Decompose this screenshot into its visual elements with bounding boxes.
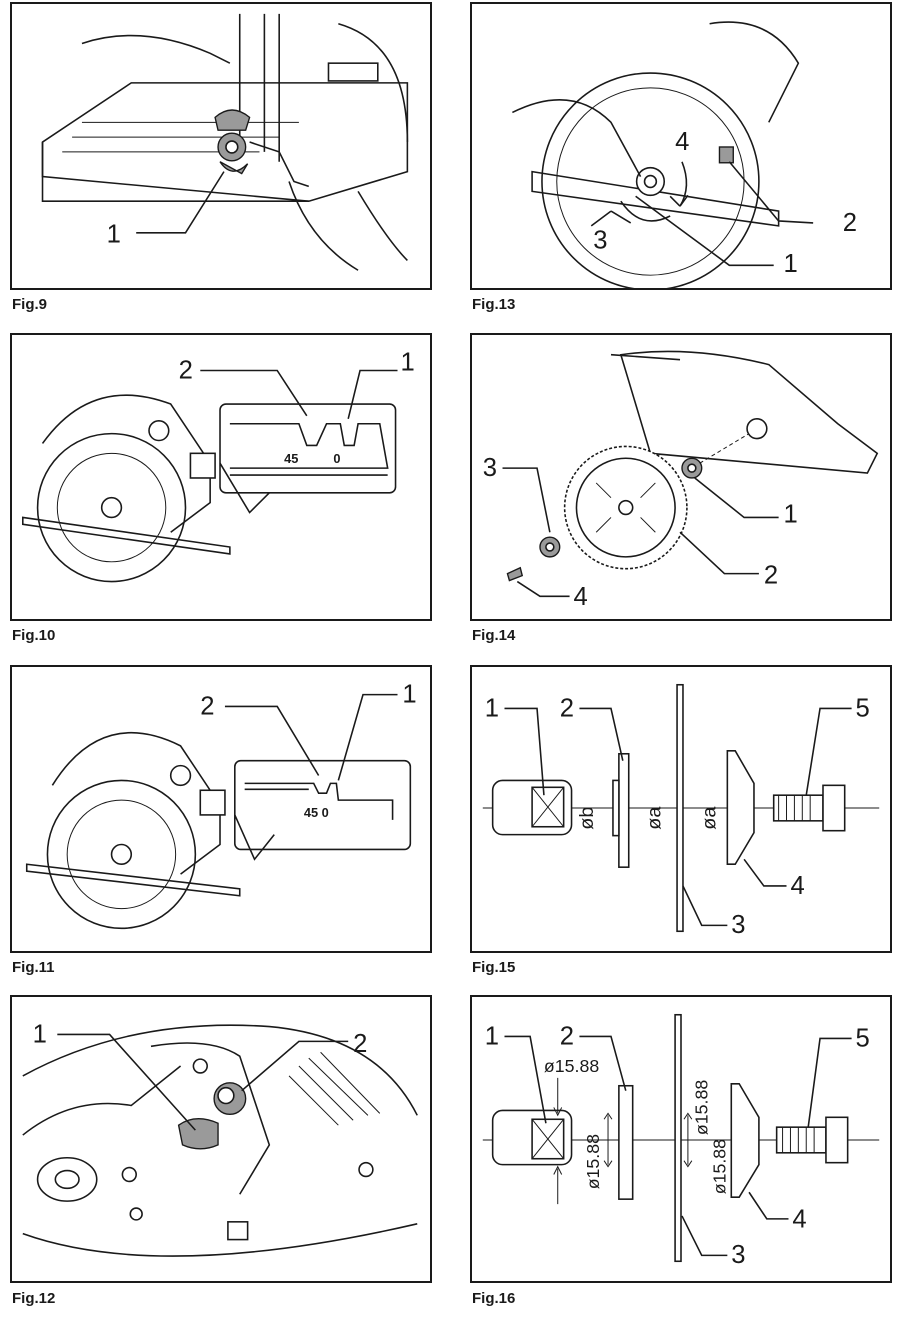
fig15-callout-2: 2 xyxy=(560,694,574,722)
fig16-dim-blade: ø15.88 xyxy=(709,1139,729,1194)
fig12-caption: Fig.12 xyxy=(12,1290,56,1307)
fig16-callout-5: 5 xyxy=(856,1024,870,1052)
fig15-callout-5: 5 xyxy=(856,694,870,722)
figure-14-panel: 3 1 2 4 xyxy=(470,333,892,621)
figure-14-illustration: 3 1 2 4 xyxy=(483,350,879,611)
fig16-caption: Fig.16 xyxy=(472,1290,516,1307)
fig11-callout-2: 2 xyxy=(200,692,214,720)
fig16-dim-blade-inner: ø15.88 xyxy=(692,1080,712,1135)
figure-16-panel: ø15.88 ø15.88 ø15.88 ø15.88 1 2 5 4 3 xyxy=(470,995,892,1283)
figure-9-panel: 1 xyxy=(10,2,432,290)
fig9-caption: Fig.9 xyxy=(12,296,48,313)
fig11-caption: Fig.11 xyxy=(12,959,55,976)
fig15-dim-a1: øa xyxy=(643,807,665,830)
fig10-callout-1: 1 xyxy=(400,349,414,377)
fig12-callout-1: 1 xyxy=(33,1020,47,1048)
fig13-callout-3: 3 xyxy=(593,227,607,255)
figure-15-panel: øb øa øa 1 2 5 4 3 xyxy=(470,665,892,953)
figure-15-illustration: øb øa øa 1 2 5 4 3 xyxy=(482,683,880,939)
fig14-caption: Fig.14 xyxy=(472,627,516,644)
fig14-callout-2: 2 xyxy=(764,562,778,590)
fig13-callout-1: 1 xyxy=(784,250,798,278)
fig15-callout-3: 3 xyxy=(731,911,745,939)
fig13-callout-4: 4 xyxy=(675,128,689,156)
fig10-callout-2: 2 xyxy=(179,356,193,384)
fig16-callout-4: 4 xyxy=(792,1206,806,1234)
fig9-callout-1: 1 xyxy=(107,221,121,249)
fig16-callout-1: 1 xyxy=(485,1022,499,1050)
fig13-caption: Fig.13 xyxy=(472,296,516,313)
figure-10-panel: 45 0 2 1 xyxy=(10,333,432,621)
figure-11-panel: 45 0 2 1 xyxy=(10,665,432,953)
fig15-dim-a2: øa xyxy=(699,807,721,830)
fig16-dim-flange: ø15.88 xyxy=(583,1134,603,1189)
fig15-callout-1: 1 xyxy=(485,694,499,722)
fig16-callout-3: 3 xyxy=(731,1241,745,1269)
fig15-dim-b: øb xyxy=(576,807,598,830)
figure-13-panel: 4 2 3 1 xyxy=(470,2,892,290)
figure-12-illustration: 1 2 xyxy=(22,1020,418,1257)
fig11-scale: 45 0 xyxy=(304,805,329,820)
figure-9-illustration: 1 xyxy=(41,13,409,271)
fig11-callout-1: 1 xyxy=(402,681,416,709)
figure-11-illustration: 45 0 2 1 xyxy=(25,681,417,930)
fig12-callout-2: 2 xyxy=(353,1030,367,1058)
figure-13-illustration: 4 2 3 1 xyxy=(512,21,857,288)
figure-12-panel: 1 2 xyxy=(10,995,432,1283)
fig14-callout-1: 1 xyxy=(784,500,798,528)
figure-10-illustration: 45 0 2 1 xyxy=(22,349,415,583)
fig15-callout-4: 4 xyxy=(790,872,804,900)
fig16-dim-top: ø15.88 xyxy=(544,1056,599,1076)
fig10-caption: Fig.10 xyxy=(12,627,56,644)
fig10-scale-45: 45 xyxy=(284,451,298,466)
fig14-callout-3: 3 xyxy=(483,454,497,482)
fig14-callout-4: 4 xyxy=(574,583,588,611)
fig10-scale-0: 0 xyxy=(333,451,340,466)
figure-16-illustration: ø15.88 ø15.88 ø15.88 ø15.88 1 2 5 4 3 xyxy=(482,1013,880,1269)
fig13-callout-2: 2 xyxy=(843,209,857,237)
fig15-caption: Fig.15 xyxy=(472,959,516,976)
fig16-callout-2: 2 xyxy=(560,1022,574,1050)
